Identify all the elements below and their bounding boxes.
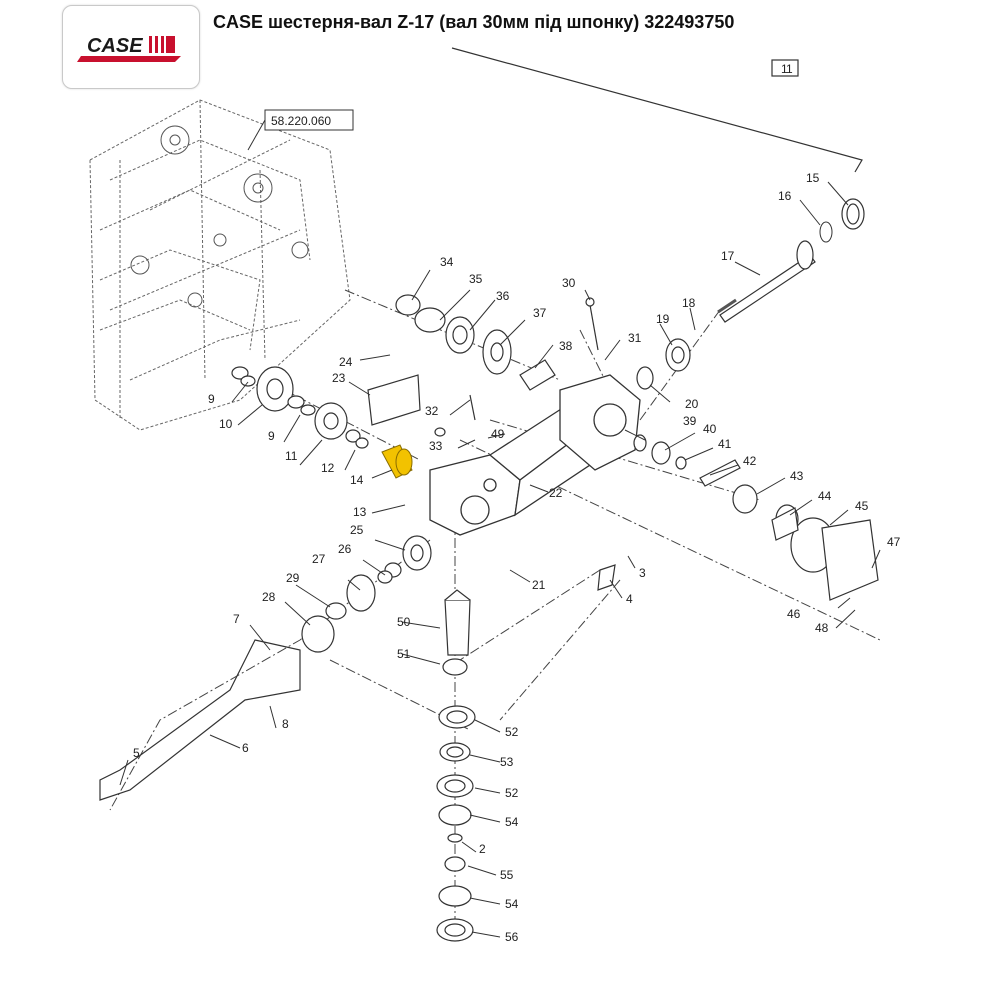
label-23: 23: [332, 371, 346, 385]
label-27: 27: [312, 552, 326, 566]
label-1: 1: [786, 62, 793, 76]
label-28: 28: [262, 590, 276, 604]
label-33: 33: [429, 439, 443, 453]
label-2: 2: [479, 842, 486, 856]
label-31: 31: [628, 331, 642, 345]
gears-and-shafts: [444, 297, 879, 656]
label-42: 42: [743, 454, 757, 468]
label-9a: 9: [208, 392, 215, 406]
label-43: 43: [790, 469, 804, 483]
label-7: 7: [233, 612, 240, 626]
label-20: 20: [685, 397, 699, 411]
label-6: 6: [242, 741, 249, 755]
label-39: 39: [683, 414, 697, 428]
label-47: 47: [887, 535, 901, 549]
label-25: 25: [350, 523, 364, 537]
label-44: 44: [818, 489, 832, 503]
leader-lines: [119, 181, 881, 938]
reference-box-frame: [247, 109, 354, 151]
assembly-number: 1: [781, 62, 788, 76]
bearing-cap-15: [841, 198, 865, 230]
label-48: 48: [815, 621, 829, 635]
label-9b: 9: [268, 429, 275, 443]
label-5: 5: [133, 746, 140, 760]
label-40: 40: [703, 422, 717, 436]
label-45: 45: [855, 499, 869, 513]
label-54a: 54: [505, 815, 519, 829]
label-53: 53: [500, 755, 514, 769]
label-54b: 54: [505, 897, 519, 911]
case-logo-box: CASE: [62, 5, 200, 89]
label-41: 41: [718, 437, 732, 451]
label-3: 3: [639, 566, 646, 580]
label-21: 21: [532, 578, 546, 592]
label-34: 34: [440, 255, 454, 269]
frame-sprockets: [130, 125, 309, 308]
label-29: 29: [286, 571, 300, 585]
covers: [99, 374, 421, 801]
label-32: 32: [425, 404, 439, 418]
gearbox-housing: [429, 374, 641, 536]
label-52b: 52: [505, 786, 519, 800]
label-19: 19: [656, 312, 670, 326]
label-35: 35: [469, 272, 483, 286]
shaft-17: [717, 240, 816, 323]
label-49: 49: [491, 427, 505, 441]
label-50: 50: [397, 615, 411, 629]
label-10: 10: [219, 417, 233, 431]
label-8: 8: [282, 717, 289, 731]
label-22: 22: [549, 486, 563, 500]
centerlines: [109, 289, 881, 930]
label-30: 30: [562, 276, 576, 290]
label-26: 26: [338, 542, 352, 556]
label-24: 24: [339, 355, 353, 369]
reference-code: 58.220.060: [271, 114, 331, 128]
label-17: 17: [721, 249, 735, 263]
logo-underline: [77, 56, 181, 62]
label-52a: 52: [505, 725, 519, 739]
label-12: 12: [321, 461, 335, 475]
label-15: 15: [806, 171, 820, 185]
ring-parts: [231, 294, 836, 942]
label-51: 51: [397, 647, 411, 661]
label-18: 18: [682, 296, 696, 310]
circlip-16: [819, 221, 833, 243]
logo-text: CASE: [87, 35, 143, 57]
assembly-line: [451, 47, 863, 173]
label-14: 14: [350, 473, 364, 487]
label-16: 16: [778, 189, 792, 203]
label-37: 37: [533, 306, 547, 320]
label-36: 36: [496, 289, 510, 303]
label-55: 55: [500, 868, 514, 882]
machine-frame: [89, 99, 351, 431]
highlighted-gear-shaft-14: [381, 444, 413, 479]
label-46: 46: [787, 607, 801, 621]
page-title: CASE шестерня-вал Z-17 (вал 30мм під шпо…: [213, 12, 735, 32]
label-13: 13: [353, 505, 367, 519]
case-logo: CASE: [77, 35, 181, 62]
label-4: 4: [626, 592, 633, 606]
label-11: 11: [285, 449, 298, 463]
label-56: 56: [505, 930, 519, 944]
part-number-labels: 1 2 3 4 5 6 7 8 9 9 10 11 12 13 14 15 16…: [133, 62, 901, 944]
label-38: 38: [559, 339, 573, 353]
